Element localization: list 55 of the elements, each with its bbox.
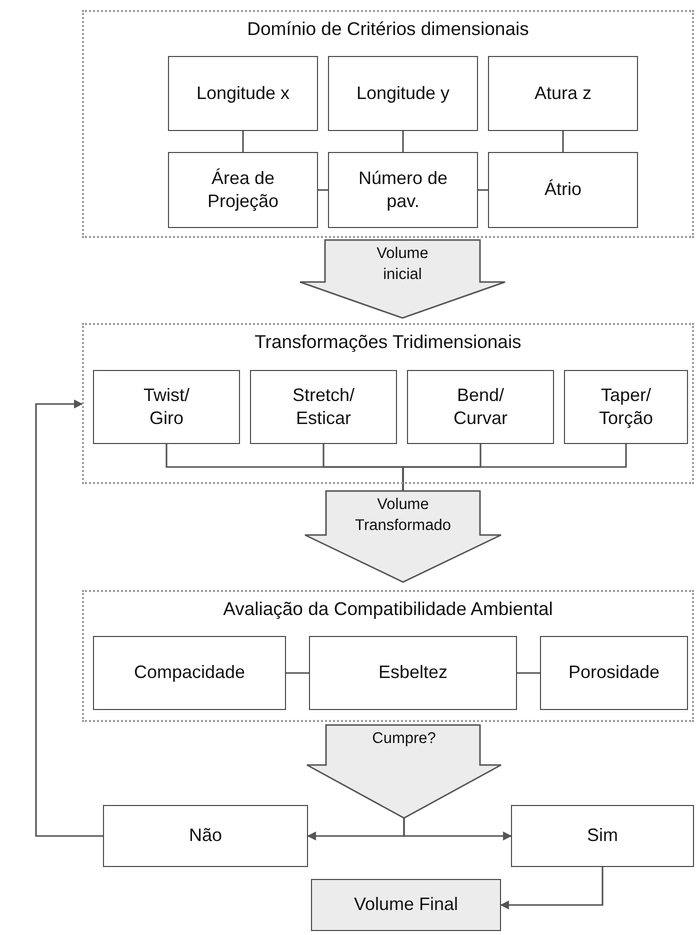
arrow — [500, 867, 604, 910]
arrow-label: Cumpre? — [371, 729, 437, 749]
box-label: Compacidade — [134, 661, 246, 684]
box-label: Longitude x — [196, 82, 290, 105]
box-label: Stretch/ Esticar — [291, 384, 356, 430]
box-label: Twist/ Giro — [142, 384, 190, 430]
box-label: Área de Projeção — [206, 166, 280, 213]
connector-line — [242, 131, 244, 152]
process-box — [168, 152, 318, 228]
connector-line — [562, 131, 564, 152]
group-title: Transformações Tridimensionais — [254, 331, 522, 353]
process-box — [488, 56, 638, 131]
process-box — [564, 370, 688, 444]
process-box — [328, 56, 478, 131]
process-box — [407, 370, 554, 444]
box-label: Taper/ Torção — [598, 384, 654, 430]
block-arrow — [300, 240, 505, 318]
process-box — [309, 636, 517, 710]
box-label: Longitude y — [356, 82, 450, 105]
process-box — [328, 152, 478, 228]
box-label: Volume Final — [354, 893, 458, 916]
block-arrow — [305, 491, 501, 582]
process-box — [488, 152, 638, 228]
box-label: Número de pav. — [358, 166, 448, 213]
process-box — [250, 370, 397, 444]
box-label: Porosidade — [568, 661, 660, 684]
connector-line — [478, 189, 488, 191]
group-container — [82, 590, 694, 722]
process-box — [311, 879, 501, 931]
group-container — [82, 10, 694, 238]
box-label: Bend/ Curvar — [452, 384, 508, 430]
block-arrow — [307, 725, 501, 818]
process-box — [93, 370, 240, 444]
group-title: Domínio de Critérios dimensionais — [247, 18, 529, 40]
box-label: Atura z — [534, 82, 592, 105]
arrow-label: Volume inicial — [376, 244, 430, 285]
process-box — [540, 636, 688, 710]
connector-line — [402, 131, 404, 152]
connector-line — [318, 189, 328, 191]
box-label: Átrio — [544, 178, 582, 202]
arrow-label: Volume Transformado — [354, 495, 452, 536]
group-title: Avaliação da Compatibilidade Ambiental — [223, 598, 553, 620]
process-box — [103, 805, 308, 867]
group-container — [82, 323, 694, 484]
process-box — [168, 56, 318, 131]
connector-line — [402, 444, 627, 491]
box-label: Esbeltez — [378, 661, 448, 684]
box-label: Sim — [587, 824, 618, 848]
arrow — [35, 400, 103, 837]
connector-line — [517, 672, 540, 674]
connector-line — [286, 672, 309, 674]
arrow — [403, 818, 512, 840]
box-label: Não — [188, 824, 222, 848]
process-box — [511, 805, 694, 867]
process-box — [93, 636, 286, 710]
